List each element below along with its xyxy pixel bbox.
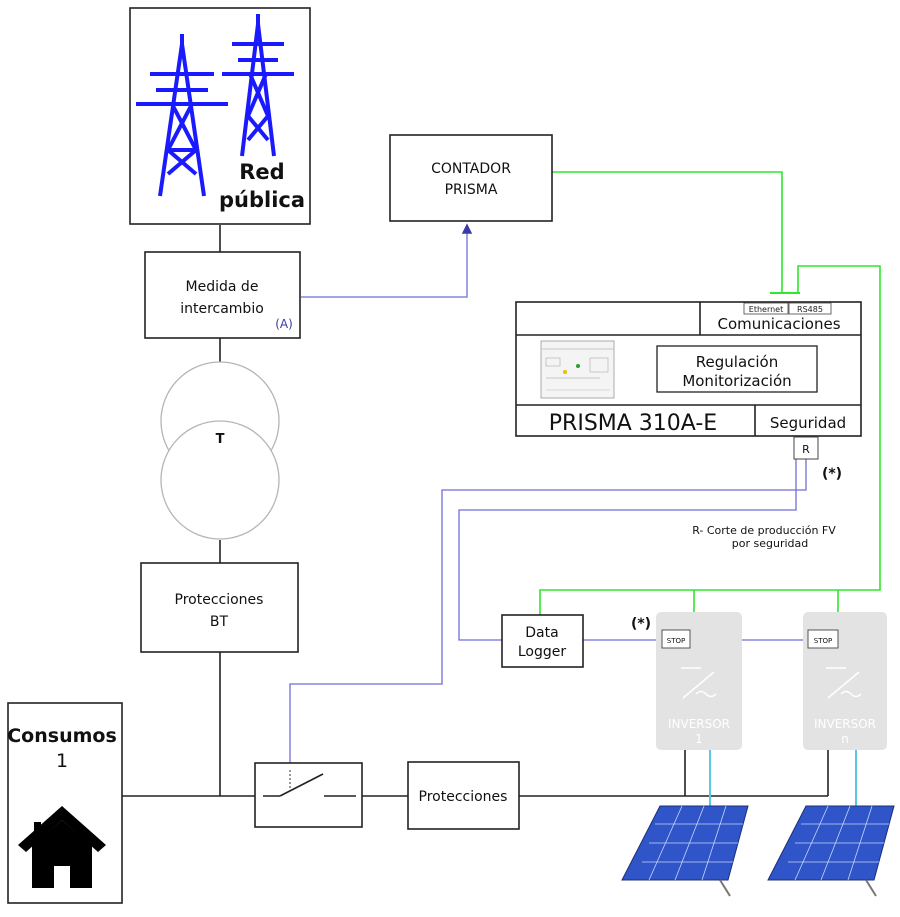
consumption-line1: Consumos — [7, 725, 117, 747]
inverter-n-line1: INVERSOR — [814, 717, 876, 731]
counter-line2: PRISMA — [445, 182, 498, 198]
datalogger-line1: Data — [525, 625, 558, 641]
asterisk-mid: (*) — [631, 616, 651, 632]
datalogger-line2: Logger — [518, 644, 567, 660]
note-line1: R- Corte de producción FV — [692, 524, 836, 537]
solar-panel-icon — [767, 805, 895, 897]
transformer: T — [160, 361, 280, 540]
datalogger-box: Data Logger — [501, 614, 584, 668]
inverter-symbol-icon — [826, 667, 862, 699]
asterisk-top: (*) — [822, 466, 842, 482]
prisma-device: Ethernet RS485 Comunicaciones Regulación… — [515, 301, 862, 460]
inverter-n-line2: n — [841, 732, 849, 746]
inverter-n: STOP INVERSOR n — [803, 612, 887, 750]
solar-panel-icon — [621, 805, 749, 897]
regulation-line1: Regulación — [696, 353, 778, 371]
protections-label: Protecciones — [419, 789, 508, 805]
exchange-meter-line2: intercambio — [180, 301, 264, 317]
screenshot-thumbnail — [540, 340, 615, 399]
bt-protections-line2: BT — [210, 614, 229, 630]
bt-protections-box: Protecciones BT — [140, 562, 299, 653]
security-label: Seguridad — [770, 414, 846, 432]
regulation-line2: Monitorización — [682, 372, 791, 390]
counter-line1: CONTADOR — [431, 161, 511, 177]
bt-protections-line1: Protecciones — [175, 592, 264, 608]
exchange-meter-line1: Medida de — [186, 279, 259, 295]
inverter-symbol-icon — [681, 667, 717, 699]
port-rs485: RS485 — [797, 305, 823, 314]
grid-label-line1: Red — [239, 160, 284, 184]
inverter-1: STOP INVERSOR 1 — [656, 612, 742, 750]
protections-box: Protecciones — [407, 761, 520, 830]
inverter-1-stop: STOP — [667, 637, 685, 645]
power-tower-icon — [222, 14, 294, 157]
grid-label-line2: pública — [219, 188, 305, 212]
power-tower-icon — [136, 34, 228, 197]
inverter-1-line2: 1 — [695, 732, 703, 746]
port-ethernet: Ethernet — [749, 305, 783, 314]
transformer-label: T — [216, 432, 225, 447]
inverter-1-line1: INVERSOR — [668, 717, 730, 731]
consumption-line2: 1 — [56, 750, 68, 772]
public-grid-box: Red pública — [129, 7, 311, 225]
note-line2: por seguridad — [732, 537, 808, 550]
exchange-meter-tag: (A) — [275, 317, 293, 331]
inverter-n-stop: STOP — [814, 637, 832, 645]
comms-label: Comunicaciones — [717, 315, 840, 333]
prisma-model-name: PRISMA 310A-E — [549, 411, 717, 436]
exchange-meter-box: Medida de intercambio (A) — [144, 251, 301, 339]
prisma-counter-box: CONTADOR PRISMA — [389, 134, 553, 222]
switch — [254, 762, 363, 828]
comm-bus — [539, 171, 881, 615]
house-icon — [18, 806, 106, 888]
relay-label: R — [802, 443, 810, 456]
dc-cables — [709, 750, 857, 808]
consumption-box: Consumos 1 — [7, 702, 123, 904]
